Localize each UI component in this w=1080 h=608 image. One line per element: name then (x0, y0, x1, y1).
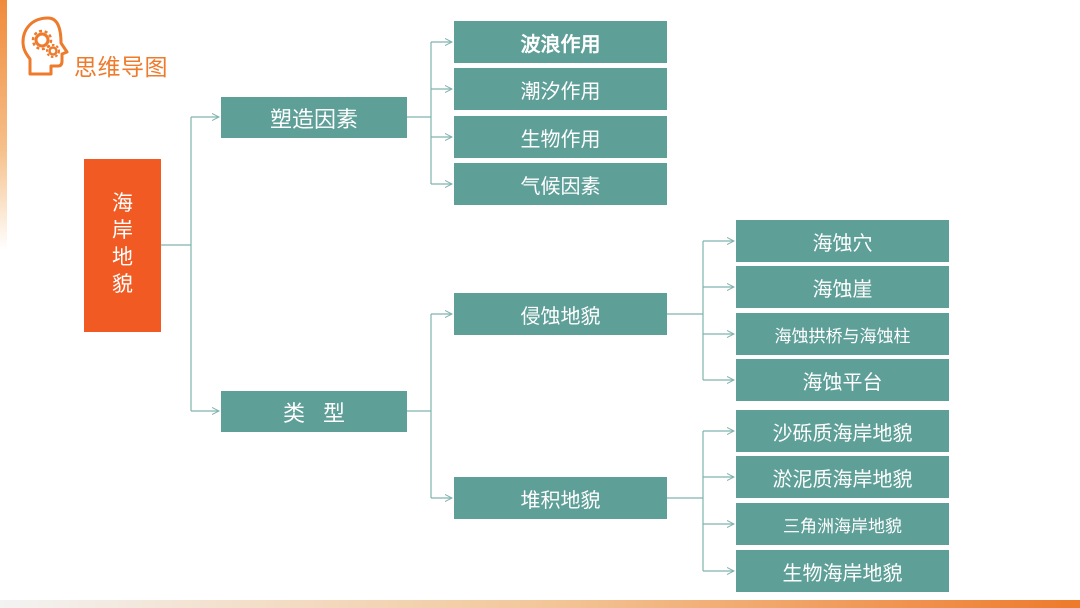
node-label: 沙砾质海岸地貌 (772, 420, 913, 445)
node-wave-cut-platform: 海蚀平台 (736, 359, 949, 401)
head-gears-icon (21, 16, 69, 76)
logo-title: 思维导图 (74, 55, 168, 81)
node-label: 气候因素 (520, 173, 601, 198)
node-wave-action: 波浪作用 (454, 21, 667, 63)
node-label: 海蚀拱桥与海蚀柱 (774, 326, 911, 347)
node-sea-cave: 海蚀穴 (736, 220, 949, 262)
left-accent-bar (0, 0, 7, 250)
node-tidal-action: 潮汐作用 (454, 68, 667, 110)
root-char: 岸 (112, 217, 133, 242)
node-sea-arch-stack: 海蚀拱桥与海蚀柱 (736, 313, 949, 355)
node-mud-coast: 淤泥质海岸地貌 (736, 456, 949, 498)
node-label: 海蚀平台 (802, 369, 883, 394)
node-gravel-coast: 沙砾质海岸地貌 (736, 410, 949, 452)
node-label: 类型 (282, 401, 363, 427)
root-char: 貌 (112, 271, 133, 296)
node-biogenic-coast: 生物海岸地貌 (736, 550, 949, 592)
node-erosion-landforms: 侵蚀地貌 (454, 293, 667, 335)
root-char: 地 (112, 244, 133, 269)
node-label: 淤泥质海岸地貌 (772, 466, 913, 491)
node-sea-cliff: 海蚀崖 (736, 266, 949, 308)
bottom-accent-bar (0, 600, 1080, 608)
node-label: 三角洲海岸地貌 (783, 516, 902, 537)
root-char: 海 (112, 190, 133, 215)
node-label: 潮汐作用 (520, 78, 601, 103)
node-label: 生物作用 (520, 126, 601, 151)
node-types: 类型 (221, 391, 407, 432)
root-node: 海 岸 地 貌 (84, 159, 161, 332)
logo: 思维导图 (18, 12, 188, 82)
node-label: 侵蚀地貌 (520, 303, 601, 328)
node-biological-action: 生物作用 (454, 116, 667, 158)
node-label: 海蚀崖 (812, 276, 873, 301)
node-label: 海蚀穴 (812, 230, 873, 255)
node-label: 波浪作用 (520, 31, 601, 56)
node-shaping-factors: 塑造因素 (221, 97, 407, 138)
node-label: 堆积地貌 (520, 487, 601, 512)
node-label: 塑造因素 (269, 107, 358, 133)
node-deposition-landforms: 堆积地貌 (454, 477, 667, 519)
node-climate-factors: 气候因素 (454, 163, 667, 205)
node-delta-coast: 三角洲海岸地貌 (736, 503, 949, 545)
node-label: 生物海岸地貌 (782, 560, 903, 585)
